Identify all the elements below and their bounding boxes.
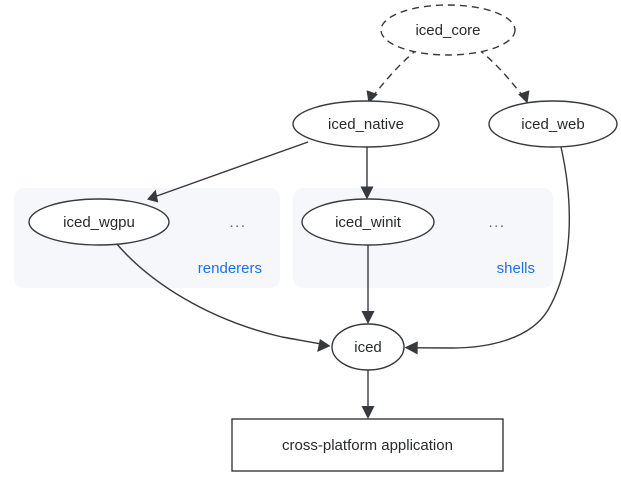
shells-ellipsis-label: ... <box>488 214 505 231</box>
edge-iced-core-to-iced-native-arrowhead <box>366 90 378 104</box>
node-iced-native-label: iced_native <box>328 116 404 133</box>
node-iced-core-shape[interactable] <box>380 4 516 56</box>
node-iced-core-label: iced_core <box>415 22 480 39</box>
edge-iced-wgpu-to-iced-arrowhead <box>317 339 331 352</box>
renderers-ellipsis-label: ... <box>229 214 246 231</box>
node-iced-web-label: iced_web <box>521 116 584 133</box>
node-iced-native-shape[interactable] <box>292 100 440 148</box>
node-iced-web[interactable]: iced_web <box>488 100 618 148</box>
node-iced-core[interactable]: iced_core <box>380 4 516 56</box>
edge-iced-core-to-iced-web-arrowhead <box>518 90 530 104</box>
edge-iced-native-to-iced-wgpu-arrowhead <box>147 189 159 203</box>
edge-iced-winit-to-iced <box>361 245 375 324</box>
node-iced-winit-shape[interactable] <box>301 198 435 246</box>
node-iced-wgpu-shape[interactable] <box>28 198 170 246</box>
edge-iced-to-application <box>361 370 375 419</box>
node-iced-wgpu[interactable]: iced_wgpu <box>28 198 170 246</box>
edge-iced-native-to-iced-winit-arrowhead <box>360 186 374 200</box>
node-iced-shape[interactable] <box>331 323 405 371</box>
edge-iced-core-to-iced-native-line <box>373 48 419 96</box>
edge-iced-web-to-iced-arrowhead <box>404 341 418 355</box>
cluster-shells-label: shells <box>497 260 535 277</box>
edge-iced-native-to-iced-wgpu <box>147 141 309 203</box>
edge-iced-web-to-iced <box>404 146 571 355</box>
edge-iced-to-application-arrowhead <box>361 406 375 419</box>
node-iced-winit[interactable]: iced_winit <box>301 198 435 246</box>
node-iced-web-shape[interactable] <box>488 100 618 148</box>
edge-iced-wgpu-to-iced-line-tail <box>281 336 321 345</box>
node-cross-platform-application-label: cross-platform application <box>282 437 453 454</box>
edge-iced-web-to-iced-line <box>451 146 571 349</box>
edge-iced-winit-to-iced-arrowhead <box>361 311 375 324</box>
node-iced-winit-label: iced_winit <box>335 214 402 231</box>
edge-iced-core-to-iced-web <box>477 48 530 104</box>
edge-iced-core-to-iced-web-line <box>477 48 523 96</box>
edge-iced-core-to-iced-native <box>366 48 419 104</box>
node-iced-label: iced <box>354 339 382 356</box>
node-iced[interactable]: iced <box>331 323 405 371</box>
node-cross-platform-application-shape[interactable] <box>231 418 504 472</box>
edge-iced-native-to-iced-winit <box>360 147 374 200</box>
cluster-renderers-label: renderers <box>198 260 262 277</box>
edge-iced-wgpu-to-iced-line <box>115 242 283 338</box>
edge-iced-wgpu-to-iced <box>115 242 331 352</box>
edge-iced-native-to-iced-wgpu-line <box>153 141 309 198</box>
node-iced-native[interactable]: iced_native <box>292 100 440 148</box>
node-cross-platform-application[interactable]: cross-platform application <box>231 418 504 472</box>
node-iced-wgpu-label: iced_wgpu <box>63 214 135 231</box>
